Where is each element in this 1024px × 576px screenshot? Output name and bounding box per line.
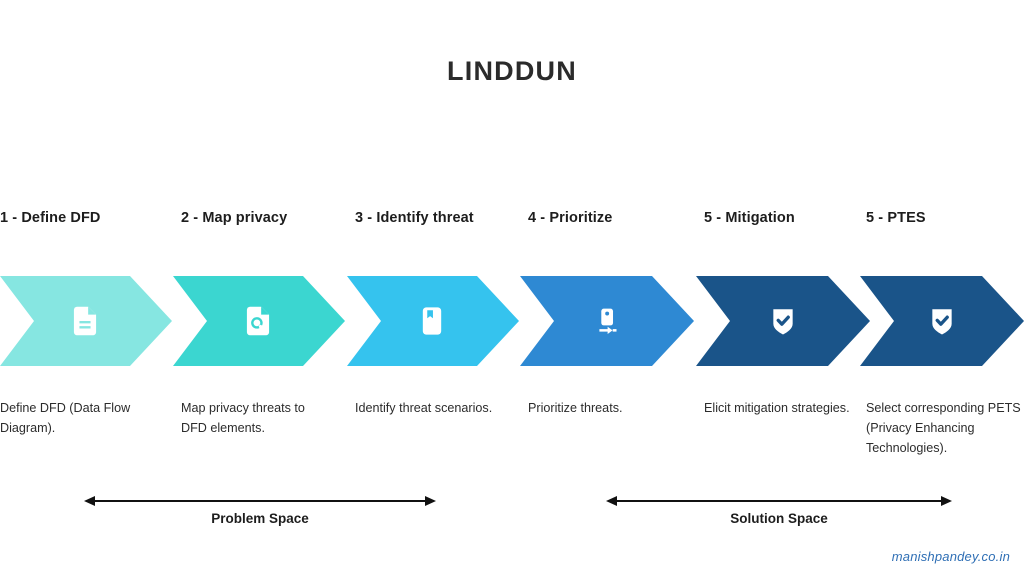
chevron-shape xyxy=(520,276,694,366)
step-chevron xyxy=(173,276,345,366)
watermark: manishpandey.co.in xyxy=(891,549,1010,564)
step-chevron xyxy=(347,276,519,366)
double-arrow-icon xyxy=(606,496,952,506)
solution-space-group: Solution Space xyxy=(606,493,952,543)
page-title: LINDDUN xyxy=(447,56,577,86)
step-description: Prioritize threats. xyxy=(528,401,623,415)
step-description: Elicit mitigation strategies. xyxy=(704,401,850,415)
step-description: Identify threat scenarios. xyxy=(355,401,493,415)
process-step-5: 5 - Mitigation Elicit mitigation strateg… xyxy=(696,0,878,470)
problem-space-group: Problem Space xyxy=(84,493,436,543)
step-chevron xyxy=(696,276,870,366)
step-heading: 1 - Define DFD xyxy=(0,210,101,226)
step-heading: 5 - Mitigation xyxy=(704,210,795,226)
step-description: Select corresponding PETS (Privacy Enhan… xyxy=(866,401,1021,455)
process-step-6: 5 - PTES Select corresponding PETS (Priv… xyxy=(860,0,1024,470)
process-step-1: 1 - Define DFD Define DFD (Data Flow Dia… xyxy=(0,0,180,470)
step-description: Map privacy threats to DFD elements. xyxy=(181,401,305,435)
step-chevron xyxy=(520,276,694,366)
process-steps: 1 - Define DFD Define DFD (Data Flow Dia… xyxy=(0,0,1024,470)
step-heading: 4 - Prioritize xyxy=(528,210,613,226)
step-heading: 3 - Identify threat xyxy=(355,210,474,226)
chevron-shape xyxy=(347,276,519,366)
double-arrow-icon xyxy=(84,496,436,506)
step-heading: 5 - PTES xyxy=(866,210,926,226)
space-label: Solution Space xyxy=(730,511,828,526)
space-label: Problem Space xyxy=(211,511,309,526)
process-step-3: 3 - Identify threat Identify threat scen… xyxy=(347,0,527,470)
chevron-shape xyxy=(696,276,870,366)
chevron-shape xyxy=(0,276,172,366)
step-heading: 2 - Map privacy xyxy=(181,210,288,226)
step-chevron xyxy=(860,276,1024,366)
process-step-2: 2 - Map privacy Map privacy threats to D… xyxy=(173,0,353,470)
process-step-4: 4 - Prioritize Prioritize threats. xyxy=(520,0,702,470)
step-description: Define DFD (Data Flow Diagram). xyxy=(0,401,131,435)
step-chevron xyxy=(0,276,172,366)
chevron-shape xyxy=(173,276,345,366)
chevron-shape xyxy=(860,276,1024,366)
